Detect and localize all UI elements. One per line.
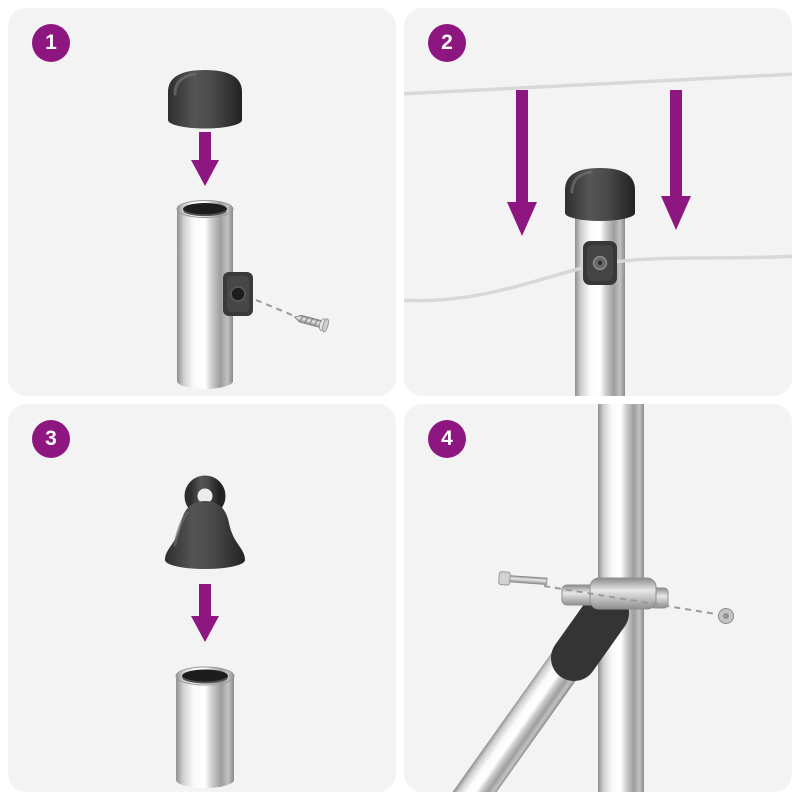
pole-clamp xyxy=(561,577,669,610)
guide-dashed-line xyxy=(255,299,293,316)
down-arrow-icon xyxy=(507,90,537,236)
bolt xyxy=(498,571,548,586)
guide-dashed-line xyxy=(543,585,717,615)
down-arrow-icon xyxy=(661,90,691,230)
step-number-badge: 3 xyxy=(32,420,70,458)
screw-clamp xyxy=(223,272,253,316)
step-number-badge: 4 xyxy=(428,420,466,458)
wire-clamp xyxy=(583,241,617,285)
lower-wire-left xyxy=(404,265,587,303)
eyelet-cap xyxy=(165,475,245,569)
down-arrow-icon xyxy=(191,132,219,186)
step-3-illustration xyxy=(165,475,245,788)
brace-connector xyxy=(551,590,629,681)
step-number-badge: 2 xyxy=(428,24,466,62)
lower-wire-right xyxy=(613,254,792,264)
upper-wire xyxy=(404,72,792,96)
pole-cap xyxy=(168,70,242,129)
step-2-illustration xyxy=(404,72,792,396)
step-panel-1: 1 xyxy=(8,8,396,396)
metal-pole xyxy=(176,200,234,389)
step-panel-3: 3 xyxy=(8,404,396,792)
step-1-illustration xyxy=(168,70,329,389)
step-panel-2: 2 xyxy=(404,8,792,396)
nut xyxy=(718,608,734,624)
metal-pole xyxy=(175,666,235,788)
step-4-illustration xyxy=(452,404,734,792)
down-arrow-icon xyxy=(191,584,219,642)
step-panel-4: 4 xyxy=(404,404,792,792)
screw xyxy=(293,314,329,333)
step-number-badge: 1 xyxy=(32,24,70,62)
